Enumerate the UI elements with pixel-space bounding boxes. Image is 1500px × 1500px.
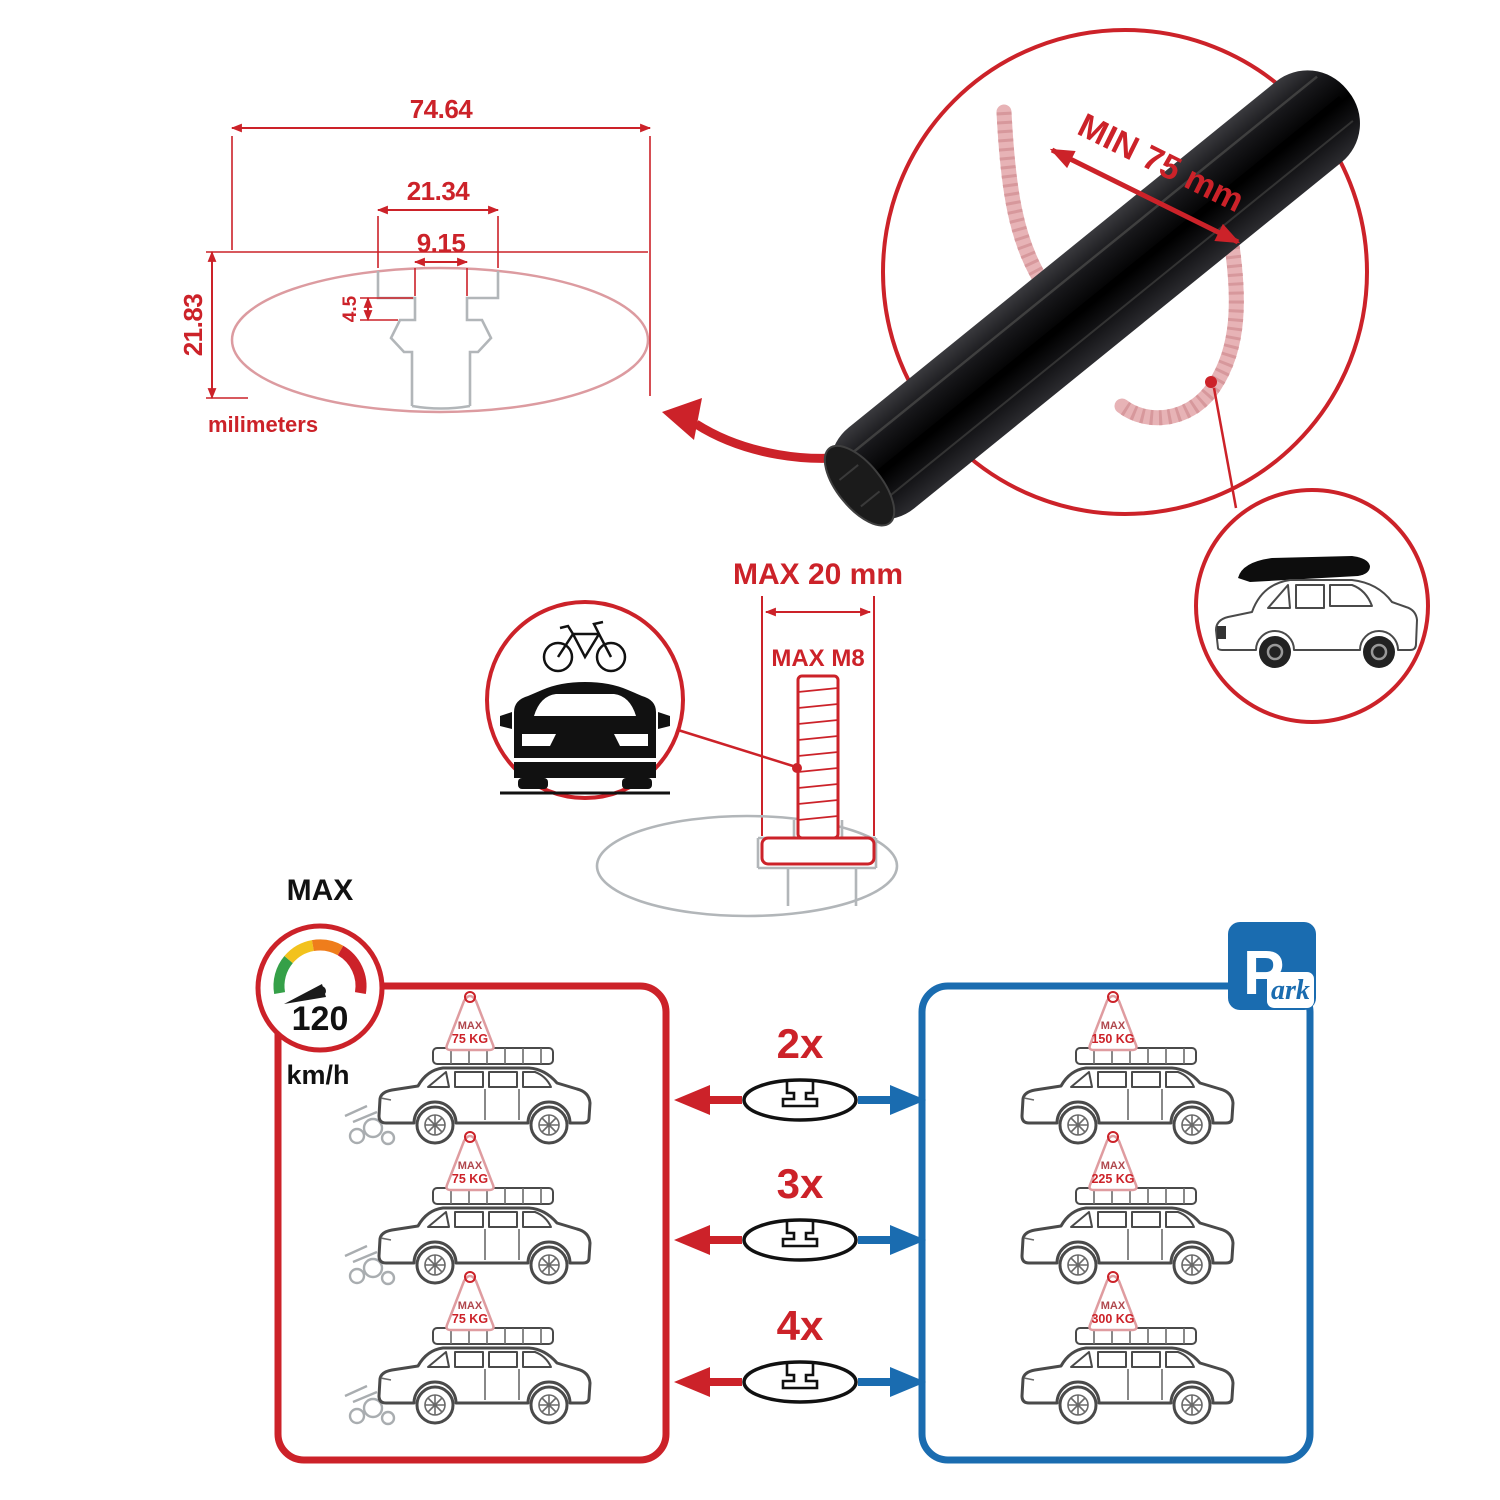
crossbar-end-icon bbox=[742, 1360, 858, 1404]
park-sign: P ark bbox=[1228, 922, 1316, 1010]
multiplier-row: 3x bbox=[674, 1160, 926, 1262]
svg-text:75 KG: 75 KG bbox=[452, 1312, 488, 1326]
park-sign-suffix: ark bbox=[1271, 975, 1310, 1006]
load-badge: MAX 150 KG bbox=[1088, 990, 1138, 1052]
load-badge: MAX 75 KG bbox=[445, 1130, 495, 1192]
car-load-item: MAX 225 KG bbox=[1020, 1130, 1235, 1285]
dim-profile-height: 21.83 bbox=[178, 294, 208, 357]
svg-text:MAX: MAX bbox=[1101, 1300, 1126, 1312]
speed-max-label: MAX bbox=[287, 874, 354, 907]
crossbar-end-icon bbox=[742, 1218, 858, 1262]
car-load-item: MAX 150 KG bbox=[1020, 990, 1235, 1145]
speed-limit-gauge: MAX 120 km/h bbox=[255, 874, 385, 1090]
left-arrow-icon bbox=[674, 1085, 710, 1115]
load-badge: MAX 75 KG bbox=[445, 1270, 495, 1332]
crossbar-detail-circle: MIN 75 mm bbox=[823, 28, 1369, 527]
svg-text:MAX: MAX bbox=[1101, 1020, 1126, 1032]
right-arrow-icon bbox=[890, 1085, 926, 1115]
car-load-item: MAX 300 KG bbox=[1020, 1270, 1235, 1425]
svg-text:75 KG: 75 KG bbox=[452, 1172, 488, 1186]
callout-dot bbox=[1205, 376, 1217, 388]
car-front-circle bbox=[485, 600, 802, 800]
left-arrow-icon bbox=[674, 1367, 710, 1397]
car-load-item: MAX 75 KG bbox=[343, 990, 592, 1146]
svg-text:4x: 4x bbox=[777, 1302, 824, 1349]
svg-text:300 KG: 300 KG bbox=[1091, 1312, 1134, 1326]
multiplier-column: 2x 3x 4x bbox=[674, 1020, 926, 1404]
svg-text:3x: 3x bbox=[777, 1160, 824, 1207]
bar-profile-ghost bbox=[595, 814, 899, 918]
dim-channel-width: 21.34 bbox=[407, 176, 471, 206]
unit-label: milimeters bbox=[208, 412, 318, 437]
speed-unit: km/h bbox=[286, 1060, 349, 1090]
left-arrow-icon bbox=[674, 1225, 710, 1255]
suv-icon bbox=[1215, 556, 1418, 668]
dim-lip-height: 4.5 bbox=[340, 295, 361, 322]
t-bolt-icon bbox=[760, 674, 876, 866]
t-slot-profile bbox=[376, 271, 500, 410]
crossbar-end-icon bbox=[742, 1078, 858, 1122]
bike-icon bbox=[542, 620, 627, 673]
car-front-icon bbox=[500, 682, 670, 795]
car-load-item: MAX 75 KG bbox=[343, 1270, 592, 1426]
svg-text:150 KG: 150 KG bbox=[1091, 1032, 1134, 1046]
dim-total-width: 74.64 bbox=[410, 94, 474, 124]
bolt-diagram: MAX 20 mm MAX M8 bbox=[595, 558, 903, 918]
max-thread-label: MAX M8 bbox=[771, 645, 864, 672]
roof-box-icon bbox=[1238, 556, 1370, 582]
max-width-label: MAX 20 mm bbox=[733, 558, 903, 591]
svg-text:MAX: MAX bbox=[458, 1300, 483, 1312]
svg-text:75 KG: 75 KG bbox=[452, 1032, 488, 1046]
suv-roofbox-circle bbox=[1194, 488, 1430, 724]
bar-profile-ellipse bbox=[230, 266, 650, 414]
speed-value: 120 bbox=[292, 1000, 349, 1038]
load-badge: MAX 225 KG bbox=[1088, 1130, 1138, 1192]
svg-text:MAX: MAX bbox=[458, 1160, 483, 1172]
car-load-item: MAX 75 KG bbox=[343, 1130, 592, 1286]
right-arrow-icon bbox=[890, 1225, 926, 1255]
park-panel: MAX 150 KG MAX 225 KG MAX 300 KG bbox=[1020, 990, 1235, 1425]
svg-text:MAX: MAX bbox=[458, 1020, 483, 1032]
driving-panel: MAX 75 KG MAX 75 KG MAX 75 KG bbox=[343, 990, 592, 1426]
svg-text:MAX: MAX bbox=[1101, 1160, 1126, 1172]
load-badge: MAX 75 KG bbox=[445, 990, 495, 1052]
multiplier-row: 2x bbox=[674, 1020, 926, 1122]
callout-dot bbox=[792, 763, 802, 773]
svg-text:2x: 2x bbox=[777, 1020, 824, 1067]
dim-slot-width: 9.15 bbox=[417, 228, 466, 258]
multiplier-row: 4x bbox=[674, 1302, 926, 1404]
load-badge: MAX 300 KG bbox=[1088, 1270, 1138, 1332]
right-arrow-icon bbox=[890, 1367, 926, 1397]
svg-text:225 KG: 225 KG bbox=[1091, 1172, 1134, 1186]
cross-section-drawing: 74.64 21.34 9.15 4.5 21.83 milimeters bbox=[178, 94, 652, 437]
